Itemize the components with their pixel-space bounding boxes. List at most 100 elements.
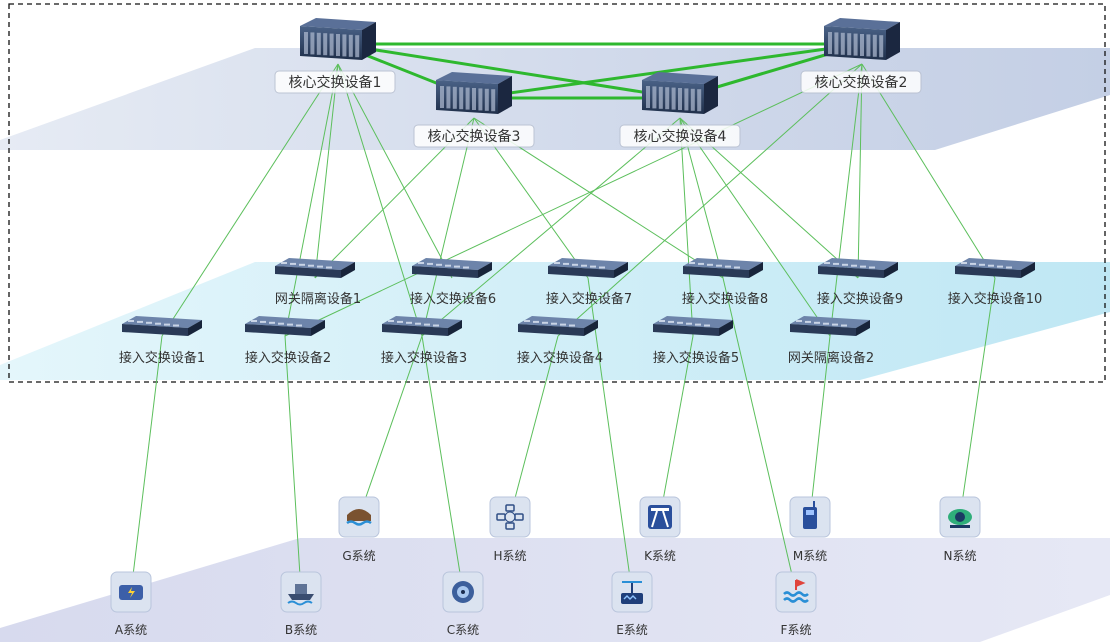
core-switch-label: 核心交换设备2 xyxy=(815,74,908,91)
switch-top xyxy=(245,316,325,328)
switch-port xyxy=(970,262,976,265)
system-tile xyxy=(489,496,531,538)
access-device-label: 接入交换设备8 xyxy=(682,291,768,307)
chassis-slot xyxy=(697,89,702,112)
system-N[interactable]: N系统 xyxy=(939,496,981,563)
switch-port xyxy=(146,321,152,324)
network-boundary xyxy=(8,3,1106,383)
switch-port xyxy=(137,320,143,323)
link-a7-E xyxy=(587,277,633,593)
chassis-slot xyxy=(310,32,315,55)
switch-port xyxy=(415,322,421,325)
core-switch-2[interactable]: 核心交换设备2 xyxy=(800,18,922,94)
link-a3-C xyxy=(421,335,464,593)
switch-port xyxy=(524,320,530,322)
system-H[interactable]: H系统 xyxy=(489,496,531,563)
switch-port xyxy=(533,320,539,323)
switch-port xyxy=(427,262,433,265)
link-c4-a3 xyxy=(421,117,681,337)
switch-port xyxy=(406,321,412,324)
switch-front xyxy=(275,266,341,278)
link-a2-B xyxy=(284,335,302,593)
access-device-a9[interactable]: 接入交换设备9 xyxy=(817,258,903,307)
access-device-a10[interactable]: 接入交换设备10 xyxy=(948,258,1043,307)
access-device-a1[interactable]: 接入交换设备1 xyxy=(119,316,205,366)
access-device-a2[interactable]: 接入交换设备2 xyxy=(245,316,331,366)
switch-port xyxy=(988,264,994,267)
access-device-a7[interactable]: 接入交换设备7 xyxy=(546,258,632,307)
switch-port xyxy=(436,263,442,266)
core-switch-4[interactable]: 核心交换设备4 xyxy=(619,72,741,148)
system-B[interactable]: B系统 xyxy=(280,571,322,637)
system-E[interactable]: E系统 xyxy=(611,571,653,637)
system-layer-plane xyxy=(0,538,1110,642)
engine-icon xyxy=(119,585,143,600)
chassis-slot xyxy=(465,87,470,110)
system-label: E系统 xyxy=(616,623,648,637)
chassis-slot xyxy=(646,86,650,108)
chassis-slot xyxy=(440,86,444,108)
switch-port xyxy=(560,323,566,326)
system-F[interactable]: F系统 xyxy=(775,571,817,637)
switch-top xyxy=(790,316,870,328)
access-device-a8[interactable]: 接入交换设备8 xyxy=(682,258,768,307)
chassis-side xyxy=(362,22,376,60)
link-a8-F xyxy=(722,277,797,593)
chassis-top xyxy=(642,72,718,84)
access-device-label: 接入交换设备2 xyxy=(245,350,331,366)
system-A[interactable]: A系统 xyxy=(110,571,152,637)
core-switch-1[interactable]: 核心交换设备1 xyxy=(274,18,396,94)
switch-port xyxy=(689,262,695,264)
chassis-slot xyxy=(355,35,360,58)
system-G[interactable]: G系统 xyxy=(338,496,380,563)
switch-top xyxy=(818,258,898,270)
switch-port xyxy=(572,263,578,266)
switch-port xyxy=(278,322,284,325)
switch-port xyxy=(704,324,710,327)
link-gw2-M xyxy=(809,335,831,518)
switch-port xyxy=(1006,266,1012,269)
switch-port xyxy=(542,321,548,324)
chassis-slot xyxy=(342,34,347,57)
system-label: G系统 xyxy=(342,549,375,563)
switch-side xyxy=(448,320,462,336)
switch-side xyxy=(188,320,202,336)
chassis-side xyxy=(886,22,900,60)
switch-port xyxy=(823,322,829,325)
access-device-a5[interactable]: 接入交换设备5 xyxy=(653,316,739,366)
switch-front xyxy=(382,324,448,336)
core-switch-label: 核心交换设备1 xyxy=(289,74,382,91)
switch-port xyxy=(686,322,692,325)
access-device-gw1[interactable]: 网关隔离设备1 xyxy=(275,258,361,307)
access-device-a3[interactable]: 接入交换设备3 xyxy=(381,316,467,366)
access-device-gw2[interactable]: 网关隔离设备2 xyxy=(788,316,874,366)
access-device-a4[interactable]: 接入交换设备4 xyxy=(517,316,603,366)
chassis-slot xyxy=(304,32,308,54)
chassis-slot xyxy=(834,32,839,55)
access-device-label: 接入交换设备1 xyxy=(119,350,205,366)
system-M[interactable]: M系统 xyxy=(789,496,831,563)
core-switch-3[interactable]: 核心交换设备3 xyxy=(413,72,535,148)
switch-port xyxy=(563,262,569,265)
chassis-slot xyxy=(879,35,884,58)
system-K[interactable]: K系统 xyxy=(639,496,681,563)
switch-top xyxy=(412,258,492,270)
system-C[interactable]: C系统 xyxy=(442,571,484,637)
switch-port xyxy=(796,320,802,322)
switch-front xyxy=(818,266,884,278)
switch-port xyxy=(832,323,838,326)
system-label: M系统 xyxy=(793,549,827,563)
access-device-a6[interactable]: 接入交换设备6 xyxy=(410,258,496,307)
system-label: H系统 xyxy=(493,549,526,563)
switch-port xyxy=(841,324,847,327)
switch-side xyxy=(341,262,355,278)
switch-front xyxy=(245,324,311,336)
wind-sensor-icon xyxy=(621,581,643,604)
core-switch-label: 核心交换设备3 xyxy=(428,128,521,145)
chassis-top xyxy=(436,72,512,84)
switch-port xyxy=(707,263,713,266)
switch-side xyxy=(749,262,763,278)
camera-icon xyxy=(948,509,972,528)
chassis-slot xyxy=(658,86,663,109)
switch-top xyxy=(548,258,628,270)
